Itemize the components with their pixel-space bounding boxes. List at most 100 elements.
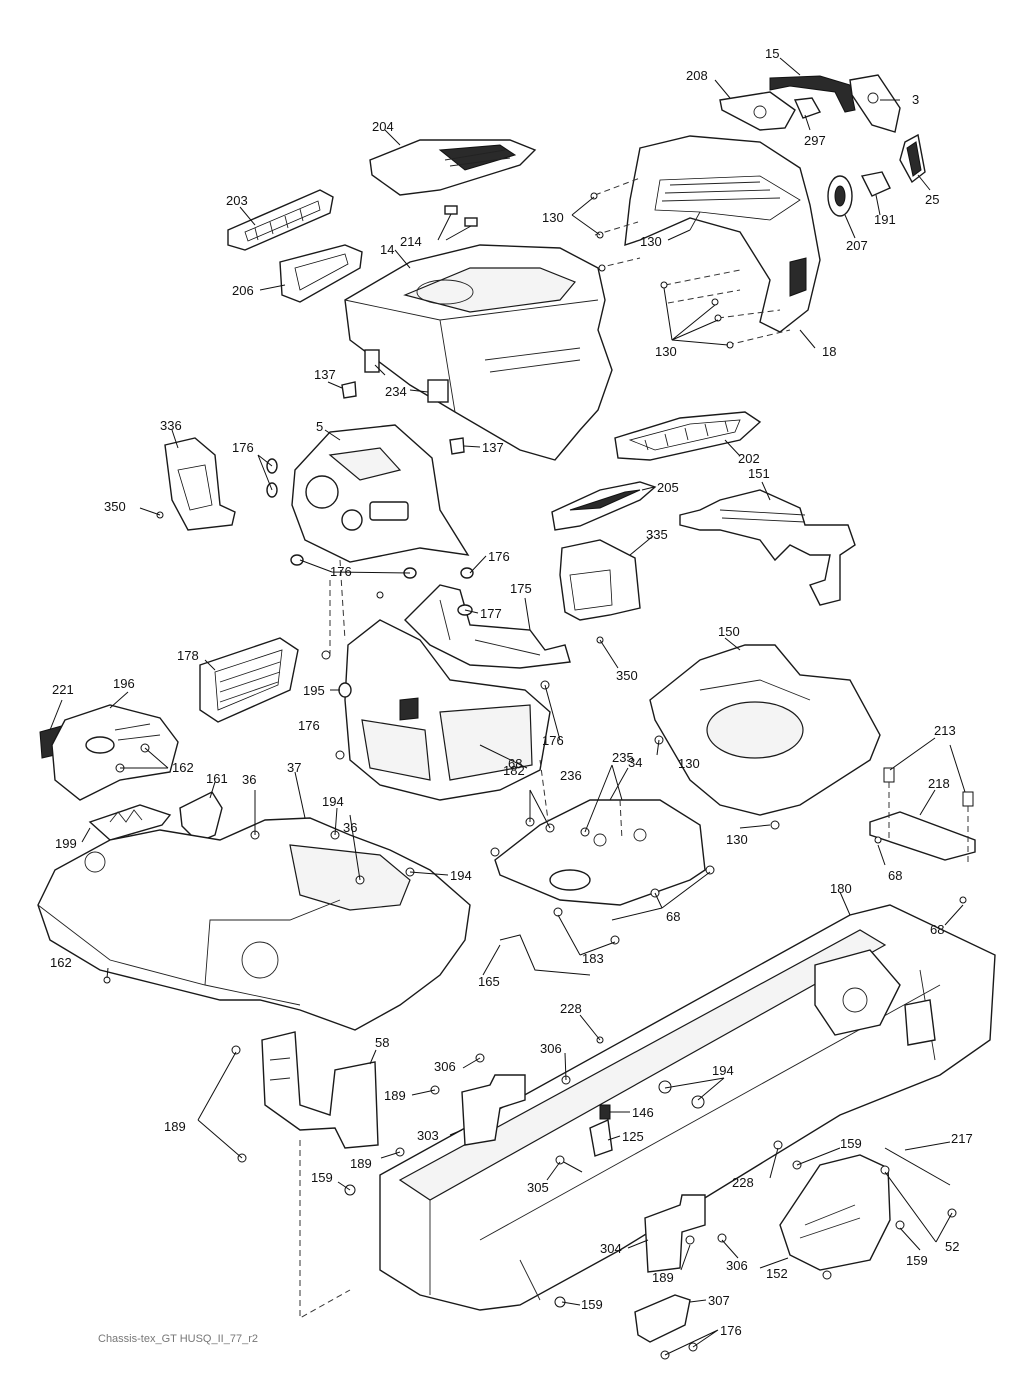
part-label-234	[364, 349, 449, 403]
callout-194-b: 194	[450, 868, 472, 883]
callout-52: 52	[945, 1239, 959, 1254]
callout-195: 195	[303, 683, 325, 698]
callout-159-b: 159	[311, 1170, 333, 1185]
callout-189-b: 189	[164, 1119, 186, 1134]
callout-336: 336	[160, 418, 182, 433]
callout-159-c: 159	[906, 1253, 928, 1268]
callout-36-a: 36	[242, 772, 256, 787]
part-side-panel-335	[559, 539, 641, 621]
callout-180: 180	[830, 881, 852, 896]
callout-350-b: 350	[616, 668, 638, 683]
callout-176-d: 176	[298, 718, 320, 733]
callout-176-e: 176	[542, 733, 564, 748]
callout-204: 204	[372, 119, 394, 134]
callout-68-a: 68	[508, 756, 522, 771]
callout-15: 15	[765, 46, 779, 61]
part-305	[555, 1155, 583, 1173]
part-dash-support-175	[404, 584, 571, 669]
part-rod-217	[884, 1147, 951, 1186]
callout-159-d: 159	[581, 1297, 603, 1312]
callout-137-b: 137	[482, 440, 504, 455]
callout-176-c: 176	[330, 564, 352, 579]
callout-335: 335	[646, 527, 668, 542]
part-lower-shroud-182	[344, 619, 551, 801]
callout-182: 182	[503, 763, 525, 778]
callout-189-c: 189	[350, 1156, 372, 1171]
part-hood-14	[344, 244, 613, 461]
callout-183: 183	[582, 951, 604, 966]
callout-218: 218	[928, 776, 950, 791]
part-frame-180	[379, 904, 996, 1311]
part-clip-297	[793, 97, 822, 119]
callout-68-b: 68	[888, 868, 902, 883]
callout-189-d: 189	[652, 1270, 674, 1285]
callout-350-a: 350	[104, 499, 126, 514]
callout-307: 307	[708, 1293, 730, 1308]
callout-130-lower: 130	[655, 344, 677, 359]
callout-213: 213	[934, 723, 956, 738]
callout-306-a: 306	[434, 1059, 456, 1074]
callout-36-b: 36	[343, 820, 357, 835]
leader-lines	[49, 57, 966, 1356]
callout-3: 3	[912, 92, 919, 107]
callout-68-d: 68	[930, 922, 944, 937]
part-grille-202	[614, 411, 762, 461]
callout-18: 18	[822, 344, 836, 359]
part-trim-15	[769, 75, 856, 113]
part-stud-213	[883, 767, 974, 865]
callout-304: 304	[600, 1241, 622, 1256]
callout-208: 208	[686, 68, 708, 83]
callout-162-b: 162	[50, 955, 72, 970]
callout-217: 217	[951, 1131, 973, 1146]
callout-306-b: 306	[540, 1041, 562, 1056]
callout-162-a: 162	[172, 760, 194, 775]
part-lens-25	[899, 133, 926, 184]
callout-236: 236	[560, 768, 582, 783]
part-125	[589, 1118, 613, 1157]
part-side-grille-203	[227, 189, 334, 251]
callout-165: 165	[478, 974, 500, 989]
callout-34: 34	[628, 755, 642, 770]
callout-175: 175	[510, 581, 532, 596]
callout-199: 199	[55, 836, 77, 851]
callout-206: 206	[232, 283, 254, 298]
callout-205: 205	[657, 480, 679, 495]
part-side-panel-336	[164, 437, 236, 531]
part-146	[599, 1104, 611, 1120]
callout-37: 37	[287, 760, 301, 775]
callout-150: 150	[718, 624, 740, 639]
callout-151: 151	[748, 466, 770, 481]
callout-labels: 15 208 3 297 204 25 191 207 203 214 130 …	[50, 46, 973, 1338]
callout-130-mid: 130	[640, 234, 662, 249]
callout-191: 191	[874, 212, 896, 227]
part-seat-pan-34	[494, 799, 706, 906]
callout-176-a: 176	[232, 440, 254, 455]
part-hood-vent-204	[369, 139, 537, 196]
callout-306-c: 306	[726, 1258, 748, 1273]
callout-194-c: 194	[712, 1063, 734, 1078]
callout-305: 305	[527, 1180, 549, 1195]
callout-176-b: 176	[488, 549, 510, 564]
callout-202: 202	[738, 451, 760, 466]
part-headlight-207	[827, 175, 853, 217]
part-bracket-304	[644, 1194, 706, 1273]
part-cover-307	[634, 1294, 691, 1343]
callout-196: 196	[113, 676, 135, 691]
callout-130-floor-b: 130	[726, 832, 748, 847]
callout-221: 221	[52, 682, 74, 697]
callout-161: 161	[206, 771, 228, 786]
part-199	[88, 804, 172, 841]
callout-68-c: 68	[666, 909, 680, 924]
part-fender-deck-37	[37, 817, 471, 1031]
callout-203: 203	[226, 193, 248, 208]
part-front-nose-18	[624, 135, 821, 333]
callout-58: 58	[375, 1035, 389, 1050]
part-footrest-152	[779, 1154, 891, 1271]
callout-228-b: 228	[732, 1175, 754, 1190]
callout-25: 25	[925, 192, 939, 207]
diagram-caption: Chassis-tex_GT HUSQ_II_77_r2	[98, 1333, 258, 1345]
callout-152: 152	[766, 1266, 788, 1281]
callout-177: 177	[480, 606, 502, 621]
part-bracket-208	[719, 91, 796, 131]
